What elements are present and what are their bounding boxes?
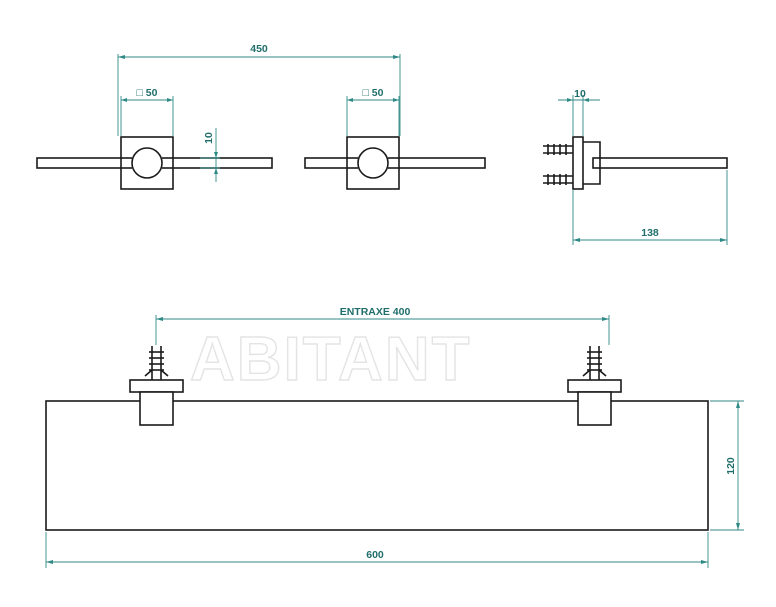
side-screw-top [543, 144, 573, 155]
front-view-shelf [45, 400, 709, 531]
right-bracket-circle [357, 147, 389, 179]
front-view: ENTRAXE 400 600 120 [45, 306, 744, 568]
left-bracket-circle [131, 147, 163, 179]
side-view: 10 138 [543, 88, 728, 245]
dim-square-right-label: □ 50 [363, 87, 384, 99]
front-right-bracket-body [577, 391, 612, 426]
front-right-bracket-plate [567, 379, 622, 393]
front-right-screw [582, 346, 607, 380]
watermark-logo: ABITANT [190, 325, 471, 394]
front-left-bracket-body [139, 391, 174, 426]
dim-depth-label: 138 [641, 227, 659, 239]
dim-thickness-label: 10 [203, 132, 215, 144]
dim-side-thickness-label: 10 [574, 88, 586, 100]
left-bracket-square [120, 136, 174, 190]
dim-height-label: 120 [725, 457, 737, 475]
right-bracket-square [346, 136, 400, 190]
dim-square-left-label: □ 50 [137, 87, 158, 99]
dim-450-label: 450 [250, 43, 268, 55]
dim-length-label: 600 [366, 549, 384, 561]
side-wall-plate [572, 136, 584, 190]
side-view-bar [592, 157, 728, 169]
top-view: 450 □ 50 □ 50 10 [36, 43, 486, 190]
front-left-screw [144, 346, 169, 380]
front-left-bracket-plate [129, 379, 184, 393]
side-screw-bottom [543, 174, 573, 185]
dim-entraxe-label: ENTRAXE 400 [340, 306, 411, 318]
